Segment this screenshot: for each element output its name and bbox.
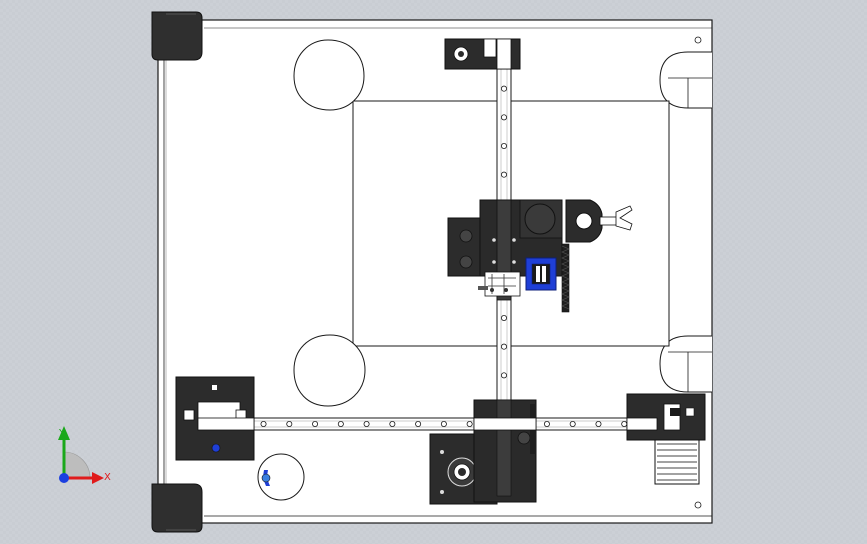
round-hole-bottom-left [293,334,366,407]
x-axis-label: X [104,472,111,483]
rail-hole [286,420,293,427]
coordinate-triad[interactable]: Y X [58,426,111,484]
rail-hole [500,314,507,321]
z-axis-dot [59,473,69,483]
rail-hole [389,420,396,427]
rail-hole [595,420,602,427]
servo-motor [525,257,557,291]
rail-hole [500,85,507,92]
x-axis-arrowhead [92,472,104,484]
horizontal-rail [197,417,661,431]
rail-end-block-left [175,376,255,461]
y-axis-label: Y [58,428,66,439]
corner-cutout-bottom-right [659,335,712,509]
corner-cutout-top-right [659,36,712,109]
y-axis-arrowhead [58,426,70,440]
rail-hole [569,420,576,427]
rail-hole [500,343,507,350]
rail-hole [500,142,507,149]
rail-hole [500,171,507,178]
rail-hole [543,420,550,427]
rail-hole [363,420,370,427]
rail-hole [466,420,473,427]
carriage-assembly [447,199,570,313]
corner-block-bottom-left [151,483,203,533]
rail-hole [621,420,628,427]
stepper-motor-right [626,393,706,485]
rail-hole [440,420,447,427]
round-hole-top-left [293,39,365,111]
tool-clamp [565,199,633,243]
rail-hole [500,372,507,379]
round-hole-lower [257,453,305,501]
stepper-motor-bottom [429,399,537,505]
rail-hole [337,420,344,427]
rail-end-block-top [444,38,521,70]
rail-hole [312,420,319,427]
corner-block-top-left [151,11,203,61]
rail-hole [260,420,267,427]
rail-hole [415,420,422,427]
rail-hole [500,114,507,121]
